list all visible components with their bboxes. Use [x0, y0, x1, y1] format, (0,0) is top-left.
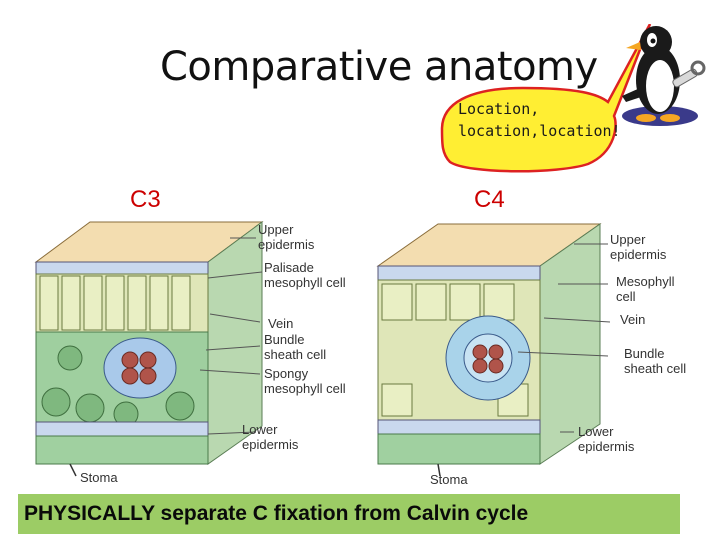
c4-header: C4 — [474, 186, 505, 213]
callout-line-1: Location, — [458, 100, 540, 118]
c4-upper-epidermis-label: Upper epidermis — [610, 232, 667, 262]
speech-bubble-text: Location, location,location! — [458, 98, 621, 142]
c3-spongy-label: Spongy mesophyll cell — [264, 366, 346, 396]
c3-lower-epidermis-label: Lower epidermis — [242, 422, 299, 452]
c3-stoma-label: Stoma — [80, 470, 118, 485]
c3-palisade-label: Palisade mesophyll cell — [264, 260, 346, 290]
summary-banner-text: PHYSICALLY separate C fixation from Calv… — [24, 502, 529, 525]
callout-line-2: location,location! — [458, 122, 621, 140]
c4-leaf-diagram: Upper epidermis Mesophyll cell Vein Bund… — [368, 218, 720, 490]
c4-mesophyll-label: Mesophyll cell — [616, 274, 675, 304]
c4-bundle-sheath-label: Bundle sheath cell — [624, 346, 687, 376]
c4-stoma-label: Stoma — [430, 472, 468, 487]
c4-lower-epidermis-label: Lower epidermis — [578, 424, 635, 454]
c3-leaf-diagram: Upper epidermis Palisade mesophyll cell … — [30, 218, 370, 490]
c3-bundle-sheath-label: Bundle sheath cell — [264, 332, 327, 362]
speech-bubble-outline — [440, 24, 652, 173]
slide-title: Comparative anatomy — [160, 44, 598, 90]
c3-leaf-illustration — [34, 221, 264, 477]
c3-upper-epidermis-label: Upper epidermis — [258, 222, 315, 252]
c4-vein-label: Vein — [620, 312, 646, 327]
summary-banner: PHYSICALLY separate C fixation from Calv… — [18, 494, 680, 534]
c3-vein-label: Vein — [268, 316, 294, 331]
c4-leaf-illustration — [376, 223, 611, 477]
penguin-mascot-icon — [612, 18, 708, 130]
speech-bubble: Location, location,location! — [438, 24, 652, 173]
c3-header: C3 — [130, 186, 161, 213]
